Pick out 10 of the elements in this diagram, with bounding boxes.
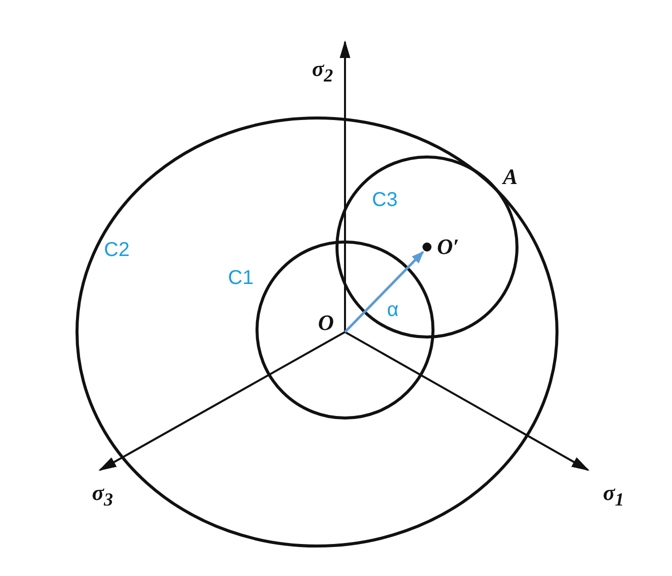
circle-label: C3 [372,190,398,210]
axis-label: σ$_{2}$ [312,58,334,85]
angle-label: α [387,300,399,320]
axis-label: σ$_{1}$ [603,482,624,509]
circle-label: C2 [104,240,130,260]
circle-label: C1 [228,268,254,288]
point-label: O [318,312,334,334]
point-label: A [503,166,518,188]
point-label: O′ [437,236,460,258]
axis-label: σ$_{3}$ [92,482,114,509]
